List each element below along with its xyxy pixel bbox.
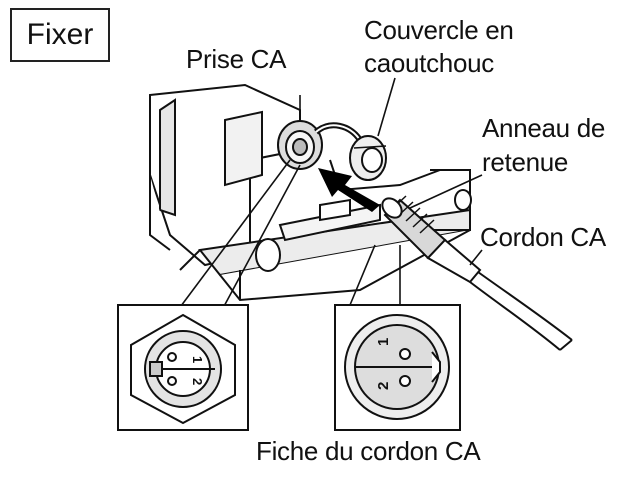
ac-socket xyxy=(277,120,323,170)
socket-pin-2-label: 2 xyxy=(190,378,205,385)
pin-numbers: 1 2 1 2 xyxy=(190,338,392,390)
ac-socket-label: Prise CA xyxy=(186,44,287,74)
insertion-arrow xyxy=(318,168,380,212)
rubber-cover-label-line2: caoutchouc xyxy=(364,48,494,78)
ac-cord xyxy=(469,271,573,351)
device-housing xyxy=(149,83,472,302)
socket-pin-1-label: 1 xyxy=(190,356,205,363)
rubber-cover-label-line1: Couvercle en xyxy=(364,15,514,45)
plug-detail-callout xyxy=(334,304,461,431)
cord-plug-label: Fiche du cordon CA xyxy=(256,436,481,466)
ac-cord-plug xyxy=(381,195,482,284)
socket-detail-callout xyxy=(117,304,249,431)
leader-lines xyxy=(177,77,483,311)
ac-cord-label: Cordon CA xyxy=(480,222,606,252)
rubber-cover xyxy=(314,122,387,181)
plug-pin-2-label: 2 xyxy=(375,382,392,390)
fixer-badge: Fixer xyxy=(10,8,110,62)
plug-pin-1-label: 1 xyxy=(375,338,392,346)
retaining-ring-label-line2: retenue xyxy=(482,147,569,177)
retaining-ring-label-line1: Anneau de xyxy=(482,113,606,143)
